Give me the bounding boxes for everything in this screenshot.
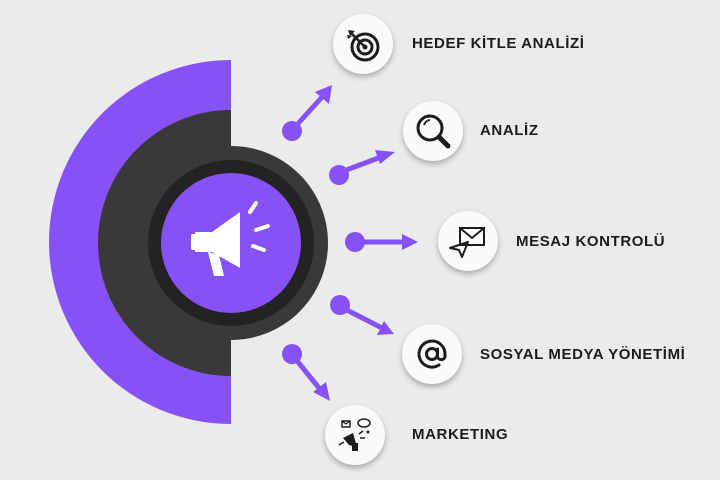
item-label-sosyal-medya: SOSYAL MEDYA YÖNETİMİ <box>480 346 686 363</box>
megaphone-icon <box>191 201 270 276</box>
arrow-3 <box>345 232 418 252</box>
arrow-5 <box>282 344 330 401</box>
item-badge-envelope <box>438 211 498 271</box>
item-label-mesaj-kontrolu: MESAJ KONTROLÜ <box>516 233 666 250</box>
item-badge-target <box>333 14 393 74</box>
item-label-analiz: ANALİZ <box>480 122 539 139</box>
target-icon <box>347 30 380 62</box>
arrow-1 <box>282 85 332 141</box>
at-sign-icon <box>417 339 447 369</box>
item-badge-magnifier <box>403 101 463 161</box>
item-badge-marketing <box>325 405 385 465</box>
item-label-marketing: MARKETING <box>412 426 509 443</box>
arrow-4 <box>330 295 394 335</box>
marketing-icon <box>338 418 371 451</box>
item-badge-at-sign <box>402 324 462 384</box>
magnifier-icon <box>416 114 451 149</box>
arrow-2 <box>329 150 395 185</box>
envelope-icon <box>449 227 485 258</box>
item-label-hedef-kitle: HEDEF KİTLE ANALİZİ <box>412 35 585 52</box>
